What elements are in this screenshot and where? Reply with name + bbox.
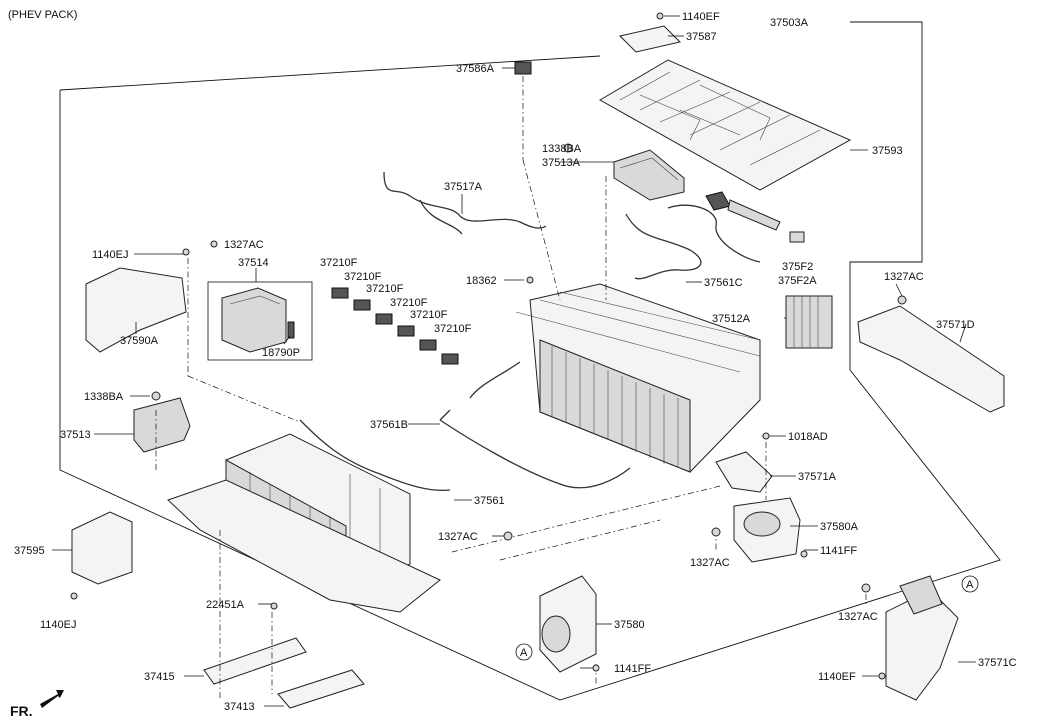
bus-bar-set: [331, 287, 459, 365]
main-harness-part: [625, 191, 805, 280]
part-label-37210f: 37210F: [434, 323, 472, 335]
part-label-1140ej: 1140EJ: [40, 619, 77, 631]
part-label-37513: 37513: [60, 429, 91, 441]
part-label-37571a: 37571A: [798, 471, 837, 483]
cooling-fan-lower-part: [539, 575, 597, 673]
part-label-37587: 37587: [686, 31, 717, 43]
part-label-37586a: 37586A: [456, 63, 495, 75]
upper-cover-part: [598, 25, 852, 191]
part-label-37210f: 37210F: [390, 297, 428, 309]
part-label-37561c: 37561C: [704, 277, 743, 289]
part-label-37210f: 37210F: [366, 283, 404, 295]
part-label-1141ff: 1141FF: [614, 663, 651, 675]
sub-harness-part: [439, 361, 631, 489]
part-label-37513a: 37513A: [542, 157, 581, 169]
part-label-37593: 37593: [872, 145, 903, 157]
part-label-37512a: 37512A: [712, 313, 751, 325]
part-label-375f2a: 375F2A: [778, 275, 817, 287]
part-label-1327ac: 1327AC: [884, 271, 924, 283]
part-label-37580a: 37580A: [820, 521, 859, 533]
part-label-1327ac: 1327AC: [438, 531, 478, 543]
assembly-frame: [59, 21, 1001, 701]
blower-duct-part: [715, 451, 773, 493]
bracket-plate-37413: [277, 669, 365, 709]
part-label-1141ff: 1141FF: [820, 545, 857, 557]
front-direction-label: FR.: [10, 703, 33, 719]
fastener-set: [70, 12, 907, 680]
part-label-1327ac: 1327AC: [838, 611, 878, 623]
marker-a-lower: A: [515, 643, 533, 661]
part-label-1338ba: 1338BA: [84, 391, 124, 403]
diagram-title: (PHEV PACK): [8, 9, 77, 21]
cooling-fan-part: [733, 497, 801, 563]
part-label-1018ad: 1018AD: [788, 431, 828, 443]
part-label-37561: 37561: [474, 495, 505, 507]
part-label-37517a: 37517A: [444, 181, 483, 193]
bracket-plate-37415: [203, 637, 307, 685]
part-label-37561b: 37561B: [370, 419, 408, 431]
marker-a-right: A: [961, 575, 979, 593]
side-shield-part: [71, 511, 133, 585]
part-label-1140ef: 1140EF: [818, 671, 856, 683]
battery-pack-part: [515, 283, 761, 473]
part-label-37210f: 37210F: [344, 271, 382, 283]
heat-shield-part: [85, 267, 187, 353]
bms-module-part: [613, 149, 685, 201]
marker-a-label: A: [966, 579, 974, 591]
rear-duct-part: [885, 575, 959, 701]
wiring-harness-part: [383, 171, 547, 235]
part-label-37210f: 37210F: [410, 309, 448, 321]
part-labels: 1140EF 37587 37503A 37586A 37593 1338BA …: [14, 11, 1017, 713]
part-label-37580: 37580: [614, 619, 645, 631]
part-label-37571c: 37571C: [978, 657, 1017, 669]
part-label-22451a: 22451A: [206, 599, 245, 611]
marker-a-label: A: [520, 647, 528, 659]
part-label-37590a: 37590A: [120, 335, 159, 347]
part-label-375f2: 375F2: [782, 261, 813, 273]
part-label-18362: 18362: [466, 275, 497, 287]
part-label-37415: 37415: [144, 671, 175, 683]
part-label-1140ej: 1140EJ: [92, 249, 129, 261]
part-label-1327ac: 1327AC: [224, 239, 264, 251]
part-label-1327ac: 1327AC: [690, 557, 730, 569]
leader-lines: [52, 15, 976, 707]
part-label-37210f: 37210F: [320, 257, 358, 269]
part-label-1140ef: 1140EF: [682, 11, 720, 23]
part-label-37595: 37595: [14, 545, 45, 557]
front-direction-indicator: FR.: [10, 690, 64, 719]
alignment-lines: [155, 76, 867, 700]
connector-part: [514, 61, 532, 75]
part-label-37571d: 37571D: [936, 319, 975, 331]
air-duct-part: [857, 305, 1005, 413]
bms-module-lower-part: [133, 397, 191, 453]
part-label-18790p: 18790P: [262, 347, 300, 359]
part-label-37413: 37413: [224, 701, 255, 713]
part-label-37503a: 37503A: [770, 17, 809, 29]
relay-box-part: [785, 295, 833, 349]
part-label-37514: 37514: [238, 257, 269, 269]
front-arrow-icon: [40, 690, 64, 708]
cell-module-part: [167, 419, 451, 613]
part-label-1338ba: 1338BA: [542, 143, 582, 155]
